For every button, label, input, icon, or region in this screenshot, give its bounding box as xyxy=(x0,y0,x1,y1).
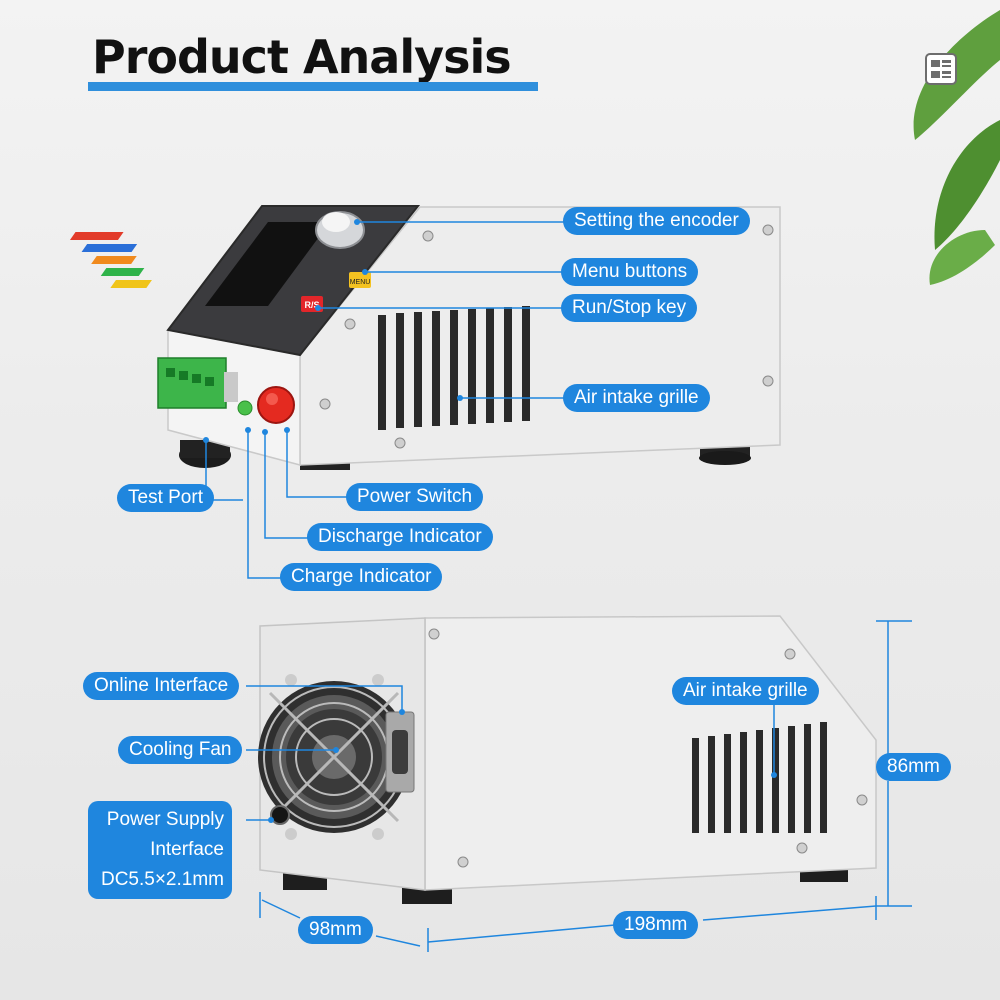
dimension-height: 86mm xyxy=(876,753,951,781)
document-list-icon[interactable] xyxy=(924,52,958,86)
label-power-supply-interface: Power Supply Interface DC5.5×2.1mm xyxy=(88,801,232,899)
label-discharge-indicator: Discharge Indicator xyxy=(307,523,493,551)
cooling-fan xyxy=(258,674,410,840)
label-test-port: Test Port xyxy=(117,484,214,512)
label-online-interface: Online Interface xyxy=(83,672,240,700)
menu-key[interactable] xyxy=(349,272,371,288)
label-rear-air-intake: Air intake grille xyxy=(672,677,819,705)
rear-vent-grille xyxy=(692,722,827,833)
dc-jack[interactable] xyxy=(270,805,290,825)
power-supply-line-1: Power Supply xyxy=(106,809,224,830)
dimension-width: 98mm xyxy=(298,916,373,944)
page-title: Product Analysis xyxy=(92,30,512,84)
label-cooling-fan: Cooling Fan xyxy=(118,736,243,764)
power-supply-line-2: Interface xyxy=(150,839,224,860)
menu-key-text: MENU xyxy=(350,279,371,286)
label-front-air-intake: Air intake grille xyxy=(563,384,710,412)
label-run-stop-key: Run/Stop key xyxy=(561,294,698,322)
label-setting-encoder: Setting the encoder xyxy=(563,207,750,235)
charge-led xyxy=(237,400,253,416)
label-power-switch: Power Switch xyxy=(346,483,484,511)
dimension-length: 198mm xyxy=(613,911,699,939)
label-charge-indicator: Charge Indicator xyxy=(280,563,443,591)
power-supply-line-3: DC5.5×2.1mm xyxy=(100,869,224,890)
lcd-screen xyxy=(205,222,330,306)
front-vent-grille xyxy=(378,306,530,430)
title-underline xyxy=(88,82,538,91)
run-stop-key-text: R/S xyxy=(304,300,319,310)
label-menu-buttons: Menu buttons xyxy=(561,258,699,286)
